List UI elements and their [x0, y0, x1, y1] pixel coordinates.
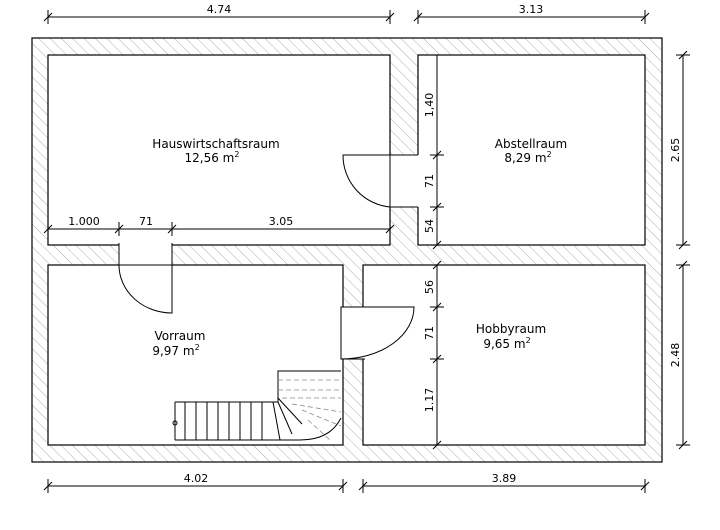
room-area-vorraum: 9,97 m2: [152, 343, 199, 358]
room-hauswirtschaftsraum: [47, 54, 391, 246]
room-area-hauswirtschaftsraum: 12,56 m2: [185, 150, 240, 165]
door-vorraum: [118, 243, 173, 314]
room-name-hobbyraum: Hobbyraum: [476, 322, 546, 336]
dimension-inner-lower: 56 71 1.17: [423, 260, 444, 450]
dimension-top: 4.74 3.13: [43, 3, 650, 24]
dim-horiz-1: 1.000: [68, 215, 100, 228]
room-name-hauswirtschaftsraum: Hauswirtschaftsraum: [152, 137, 279, 151]
dim-inner-upper-1: 1,40: [423, 93, 436, 118]
dim-inner-upper-3: 54: [423, 219, 436, 233]
room-abstellraum: [417, 54, 646, 246]
dim-inner-lower-1: 56: [423, 280, 436, 294]
room-area-hobbyraum: 9,65 m2: [483, 336, 530, 351]
dimension-bottom: 4.02 3.89: [43, 472, 650, 493]
room-name-vorraum: Vorraum: [155, 329, 206, 343]
dim-bottom-right: 3.89: [492, 472, 517, 485]
dim-right-lower: 2.48: [669, 343, 682, 368]
room-area-abstellraum: 8,29 m2: [504, 150, 551, 165]
dimension-right: 2.65 2.48: [669, 50, 690, 450]
dim-top-right: 3.13: [519, 3, 544, 16]
dim-right-upper: 2.65: [669, 138, 682, 163]
room-hobbyraum: [362, 264, 646, 446]
dimension-inner-upper: 1,40 71 54: [423, 55, 444, 250]
dim-horiz-2: 71: [139, 215, 153, 228]
room-name-abstellraum: Abstellraum: [495, 137, 567, 151]
dimension-inner-horizontal: 1.000 71 3.05: [43, 215, 395, 236]
dim-inner-lower-3: 1.17: [423, 388, 436, 413]
dim-inner-lower-2: 71: [423, 326, 436, 340]
door-abstellraum: [342, 154, 420, 208]
dim-inner-upper-2: 71: [423, 174, 436, 188]
door-hobbyraum: [340, 306, 415, 360]
dim-horiz-3: 3.05: [269, 215, 294, 228]
dim-bottom-left: 4.02: [184, 472, 209, 485]
staircase: [172, 370, 342, 441]
dim-top-left: 4.74: [207, 3, 232, 16]
